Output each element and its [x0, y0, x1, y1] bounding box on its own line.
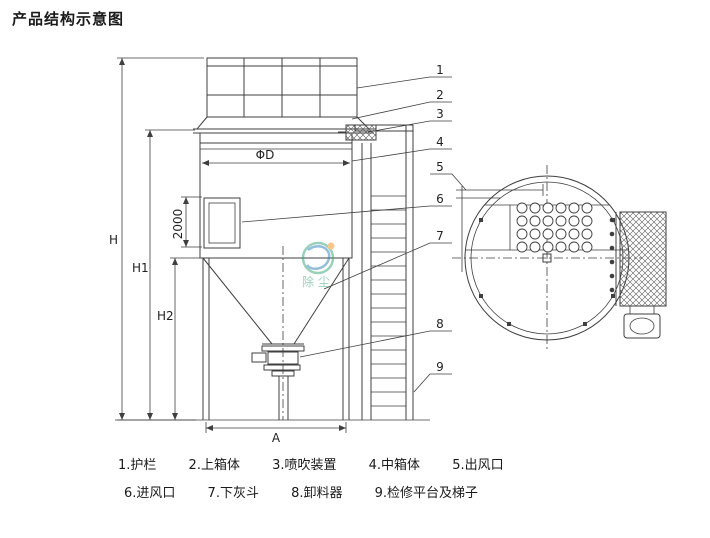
dim-h2-label: H2	[157, 309, 174, 323]
dimension-h1: H1	[132, 129, 195, 420]
callout-8: 8	[299, 317, 452, 358]
dim-a-label: A	[272, 431, 281, 445]
dimensions: H H1 H2 2000 ΦD	[109, 57, 350, 445]
callout-7: 7	[323, 229, 452, 290]
watermark-logo: 除尘	[301, 241, 335, 289]
discharge-valve	[251, 343, 305, 420]
support-legs	[115, 258, 430, 421]
dim-h1-label: H1	[132, 261, 149, 275]
dimension-diameter: ΦD	[202, 148, 350, 166]
dimension-a: A	[205, 422, 347, 445]
callout-2: 2	[351, 88, 452, 120]
pulse-jet-device	[338, 124, 377, 141]
dimension-door-height: 2000	[171, 196, 202, 248]
callout-9-label: 9	[436, 360, 444, 374]
callout-2-label: 2	[436, 88, 444, 102]
outlet-duct	[623, 306, 661, 339]
legend-row-1: 1.护栏 2.上箱体 3.喷吹装置 4.中箱体 5.出风口	[118, 454, 532, 473]
legend-item-1: 1.护栏	[118, 458, 157, 473]
watermark-text: 除尘	[302, 274, 334, 289]
dimension-h2: H2	[157, 257, 200, 420]
legend-item-8: 8.卸料器	[291, 486, 343, 501]
callout-9: 9	[413, 360, 452, 393]
legend-item-9: 9.检修平台及梯子	[374, 486, 479, 501]
top-railing	[206, 57, 358, 118]
callouts: 1 2 3 4 5 6 7 8	[241, 63, 467, 393]
callout-6-label: 6	[436, 192, 444, 206]
callout-1-label: 1	[436, 63, 444, 77]
hopper	[202, 257, 350, 345]
legend-item-5: 5.出风口	[452, 458, 504, 473]
callout-8-label: 8	[436, 317, 444, 331]
middle-box	[199, 142, 353, 259]
dim-h-label: H	[109, 233, 118, 247]
legend-item-6: 6.进风口	[124, 486, 176, 501]
callout-6: 6	[241, 192, 452, 223]
callout-4: 4	[351, 135, 452, 162]
callout-3: 3	[367, 107, 452, 133]
callout-4-label: 4	[436, 135, 444, 149]
dim-diameter-label: ΦD	[256, 148, 275, 162]
top-view-dimension-lines	[456, 184, 544, 272]
service-platform-grating	[609, 211, 667, 307]
legend-item-4: 4.中箱体	[368, 458, 421, 473]
watermark-dot	[327, 242, 335, 250]
upper-box	[193, 116, 374, 143]
legend-item-3: 3.喷吹装置	[272, 458, 337, 473]
callout-3-label: 3	[436, 107, 444, 121]
legend-row-2: 6.进风口 7.下灰斗 8.卸料器 9.检修平台及梯子	[118, 482, 532, 501]
access-door	[203, 197, 241, 249]
top-view	[452, 165, 667, 352]
legend-item-2: 2.上箱体	[188, 458, 240, 473]
legend-item-7: 7.下灰斗	[207, 486, 259, 501]
callout-5-label: 5	[436, 160, 444, 174]
callout-5: 5	[430, 160, 467, 191]
page-title: 产品结构示意图	[12, 10, 125, 28]
ladder-platform	[354, 124, 414, 420]
callout-1: 1	[356, 63, 452, 89]
callout-7-label: 7	[436, 229, 444, 243]
dimension-h: H	[109, 57, 204, 421]
dim-door-height-label: 2000	[171, 209, 185, 240]
legend: 1.护栏 2.上箱体 3.喷吹装置 4.中箱体 5.出风口 6.进风口 7.下灰…	[118, 454, 532, 510]
filter-bag-array	[516, 202, 593, 253]
